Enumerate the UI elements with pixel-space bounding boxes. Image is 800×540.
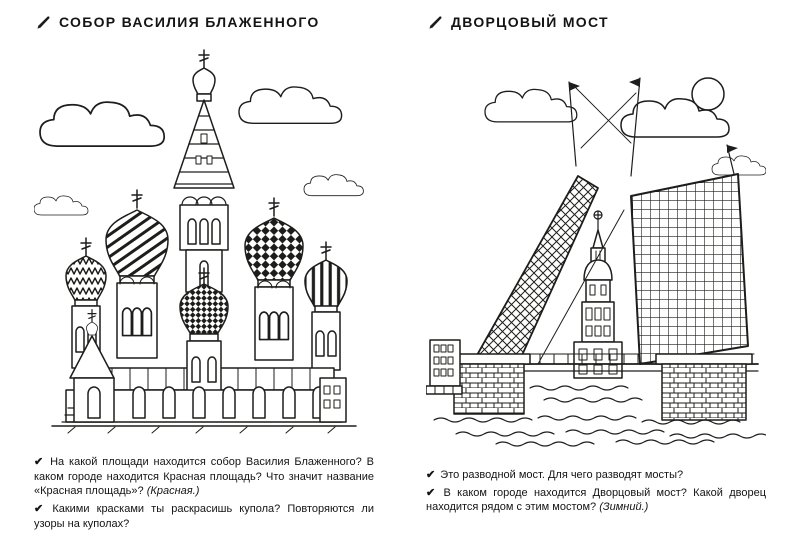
question: ✔ На какой площади находится собор Васил… bbox=[34, 455, 374, 499]
far-right-tower bbox=[304, 241, 348, 371]
flag-icon bbox=[727, 145, 738, 153]
right-dome-tower bbox=[244, 197, 304, 361]
page-left: СОБОР ВАСИЛИЯ БЛАЖЕННОГО bbox=[32, 0, 380, 540]
pen-icon bbox=[37, 15, 50, 29]
pen-icon bbox=[429, 15, 442, 29]
central-tent-tower bbox=[173, 49, 235, 293]
check-icon: ✔ bbox=[34, 502, 44, 515]
left-questions-block: ✔ На какой площади находится собор Васил… bbox=[34, 455, 374, 534]
embankment-building bbox=[426, 339, 463, 395]
question: ✔ В каком городе находится Дворцовый мос… bbox=[426, 486, 766, 515]
left-pier bbox=[447, 353, 531, 415]
sky bbox=[484, 77, 766, 176]
bridge-illustration bbox=[426, 77, 766, 447]
flag-icon bbox=[629, 78, 640, 87]
kunstkamera-tower bbox=[573, 210, 623, 379]
check-icon: ✔ bbox=[34, 456, 44, 468]
question: ✔ Это разводной мост. Для чего разводят … bbox=[426, 468, 766, 483]
cables-and-flags bbox=[568, 77, 738, 177]
right-bascule-leaf bbox=[630, 173, 749, 365]
front-tower bbox=[179, 267, 229, 392]
cathedral-illustration bbox=[34, 49, 364, 434]
right-pier bbox=[655, 353, 753, 421]
check-icon: ✔ bbox=[426, 486, 436, 499]
question-answer: (Красная.) bbox=[146, 485, 200, 498]
left-dome-tower bbox=[105, 189, 169, 359]
flag-icon bbox=[569, 82, 580, 91]
question-answer: (Зимний.) bbox=[599, 501, 649, 514]
question-text: На какой площади находится собор Василия… bbox=[34, 456, 374, 498]
page-title: СОБОР ВАСИЛИЯ БЛАЖЕННОГО bbox=[59, 14, 320, 30]
question-text: Какими красками ты раскрасишь купола? По… bbox=[34, 502, 374, 530]
page-title: ДВОРЦОВЫЙ МОСТ bbox=[451, 14, 609, 30]
right-page-header: ДВОРЦОВЫЙ МОСТ bbox=[428, 14, 609, 30]
question: ✔ Какими красками ты раскрасишь купола? … bbox=[34, 502, 374, 531]
right-questions-block: ✔ Это разводной мост. Для чего разводят … bbox=[426, 468, 766, 518]
ground bbox=[51, 425, 357, 434]
check-icon: ✔ bbox=[426, 469, 436, 481]
page-right: ДВОРЦОВЫЙ МОСТ bbox=[424, 0, 772, 540]
question-text: В каком городе находится Дворцовый мост?… bbox=[426, 486, 767, 514]
right-annex bbox=[319, 377, 347, 423]
left-page-header: СОБОР ВАСИЛИЯ БЛАЖЕННОГО bbox=[36, 14, 320, 30]
question-text: Это разводной мост. Для чего разводят мо… bbox=[440, 469, 684, 481]
porch-tower bbox=[61, 309, 115, 423]
